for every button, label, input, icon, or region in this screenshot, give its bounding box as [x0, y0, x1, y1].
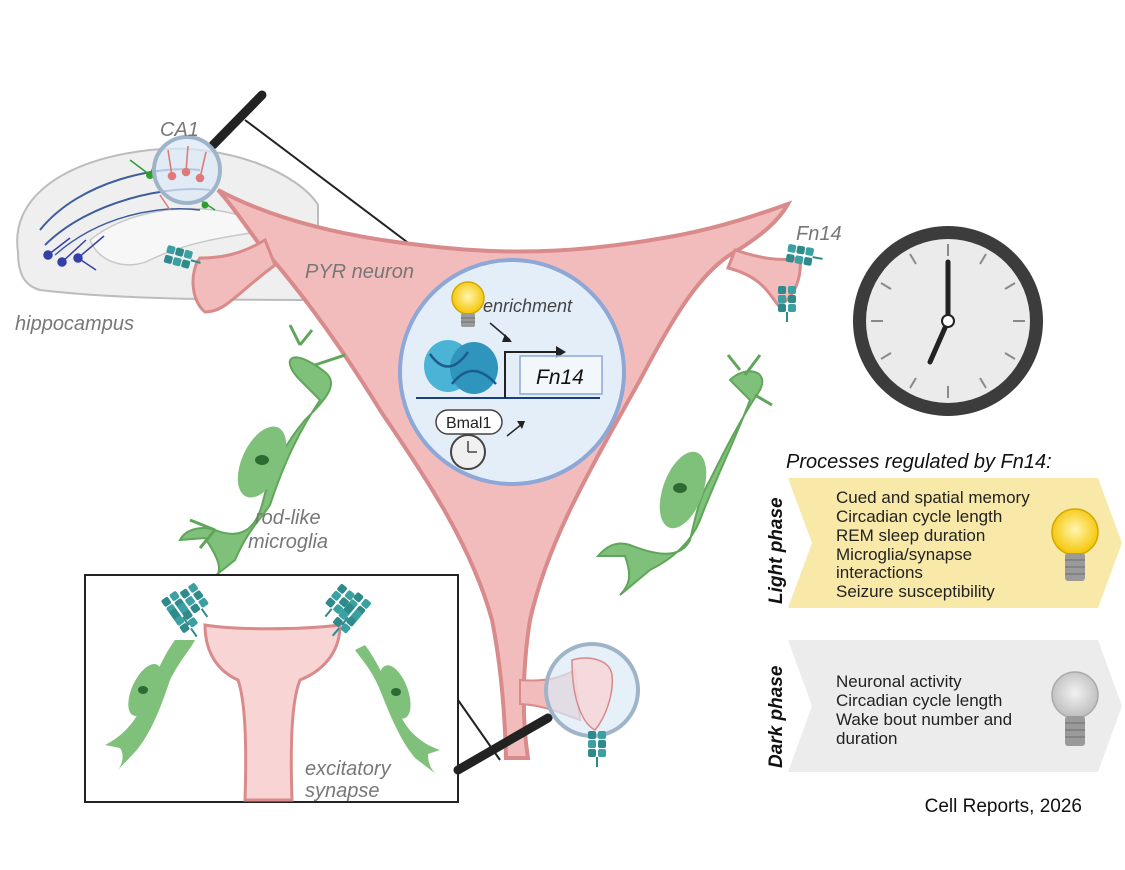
dna-nucleosome-icon	[416, 340, 600, 399]
synapse-microglia-right	[355, 645, 440, 774]
bmal1-badge	[435, 409, 503, 435]
light-item-1: Cued and spatial memory	[836, 488, 1030, 507]
clock-icon	[853, 226, 1043, 416]
synapse-magnifier-icon	[453, 642, 640, 775]
light-phase-panel: Light phase Cued and spatial memory Circ…	[766, 478, 1122, 608]
citation: Cell Reports, 2026	[925, 796, 1082, 817]
ca1-connector-line	[244, 119, 416, 249]
promoter-arrowhead	[556, 346, 566, 358]
light-item-4: Microglia/synapse	[836, 545, 972, 564]
dark-item-4: duration	[836, 729, 897, 748]
ca1-label: CA1	[160, 119, 199, 141]
bmal1-arrowhead	[517, 421, 525, 429]
light-item-2: Circadian cycle length	[836, 507, 1002, 526]
synapse-label-line2: synapse	[305, 780, 380, 802]
right-spine	[725, 242, 826, 323]
microglia-label-line2: microglia	[248, 531, 328, 553]
dark-item-1: Neuronal activity	[836, 672, 962, 691]
light-phase-label: Light phase	[766, 497, 787, 604]
bmal1-label: Bmal1	[446, 415, 491, 432]
processes-title: Processes regulated by Fn14:	[786, 451, 1052, 473]
pyr-neuron-label: PYR neuron	[305, 261, 414, 283]
light-item-6: Seizure susceptibility	[836, 582, 995, 601]
dark-phase-panel: Dark phase Neuronal activity Circadian c…	[766, 640, 1122, 772]
nucleus: enrichment Fn14 Bmal1	[398, 258, 626, 486]
dark-item-3: Wake bout number and	[836, 710, 1012, 729]
dark-item-2: Circadian cycle length	[836, 691, 1002, 710]
dark-phase-label: Dark phase	[766, 665, 787, 768]
enrichment-arrowhead	[502, 334, 512, 342]
fn14-gene-label: Fn14	[536, 366, 584, 389]
hippocampus-label: hippocampus	[15, 313, 134, 335]
enrichment-light-bulb-icon	[451, 281, 485, 327]
synapse-label-line1: excitatory	[305, 758, 392, 780]
promoter-arrow	[504, 351, 560, 398]
fn14-gene-box	[519, 355, 603, 395]
ca1-magnifier-icon	[152, 90, 267, 205]
left-microglia	[178, 324, 346, 581]
enrichment-label: enrichment	[483, 296, 573, 316]
light-bulb-icon	[1051, 508, 1099, 581]
dark-light-bulb-icon	[1051, 671, 1099, 746]
light-item-3: REM sleep duration	[836, 526, 985, 545]
fn14-receptor-label: Fn14	[796, 223, 842, 245]
right-microglia	[595, 354, 773, 596]
microglia-label-line1: rod-like	[255, 507, 321, 529]
dentate-neurons	[43, 235, 105, 271]
light-item-5: interactions	[836, 563, 923, 582]
nucleus-clock-icon	[450, 434, 486, 470]
bmal1-arrow	[506, 423, 523, 437]
synapse-microglia-left	[105, 640, 195, 770]
synapse-inset: excitatory synapse	[84, 574, 459, 803]
left-spine	[162, 237, 277, 314]
